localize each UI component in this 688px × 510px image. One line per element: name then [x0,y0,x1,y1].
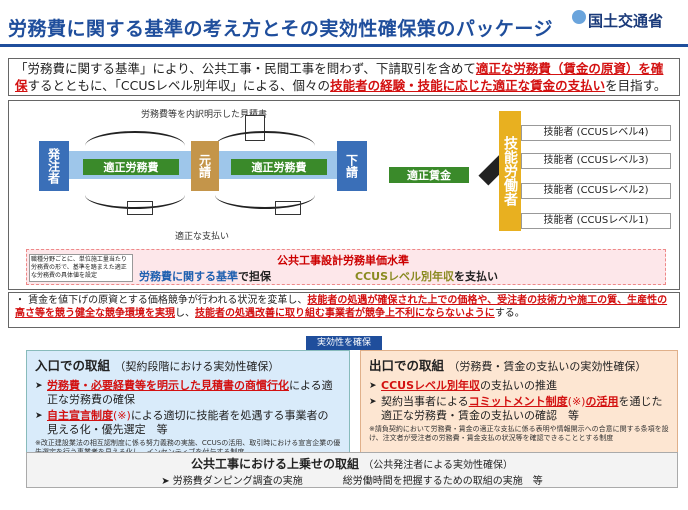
item-text: による適正な労務費の確保 [47,379,333,406]
flow-diagram: 労務費等を内訳明示した見積書 発注者 適正労務費 元請 適正労務費 下請 適正賃… [8,100,680,290]
intro-text: するとともに、「CCUSレベル別年収」による、個々の [27,78,331,93]
exit-heading: 出口での取組 [369,358,445,373]
wage-label: 適正労務費 [83,159,179,175]
wage-text: 適正労務費 [103,161,159,174]
level-3: 技能者 (CCUSレベル3) [521,153,671,169]
item-text: 契約当事者による [381,395,469,408]
public-works-subtitle: （公共発注者による実効性確保） [363,460,513,471]
item-highlight: の活用 [585,395,619,408]
bullet-highlight: 技能者の処遇が確保された上での価格や、受注者の技術力や施工の質、生産性の高さ等を… [15,295,668,319]
curved-arrow-icon [215,181,315,209]
bullet-text: ・ 賃金を値下げの原資とする価格競争が行われる状況を変革し、 [15,295,308,306]
bullet-text: する。 [494,308,525,319]
entrance-item: 自主宣言制度(※)による適切に技能者を処遇する事業者の見える化・優先選定 等 [27,408,349,438]
item-highlight: コミットメント制度 [468,395,568,408]
entrance-panel: 入口での取組 （契約段階における実効性確保） 労務費・必要経費等を明示した見積書… [26,350,350,468]
item-highlight: 自主宣言制度 [47,409,113,422]
item-text: の支払いの推進 [480,379,557,392]
workers-box: 技能労働者 [499,111,521,231]
entrance-subtitle: （契約段階における実効性確保） [114,360,280,373]
level-2: 技能者 (CCUSレベル2) [521,183,671,199]
exit-panel: 出口での取組 （労務費・賃金の支払いの実効性確保） CCUSレベル別年収の支払い… [360,350,678,468]
ccus-label: CCUSレベル別年収を支払い [355,268,498,284]
ensure-badge: 実効性を確保 [306,336,382,350]
estimate-note: 労務費等を内訳明示した見積書 [141,110,268,120]
item-highlight: 労務費・必要経費等を明示した見積書の商慣行化 [47,379,289,392]
ccus-name: CCUSレベル別年収 [355,270,454,283]
ccus-suffix: を支払い [454,270,498,283]
mlit-logo-icon [572,10,586,24]
standard-name: 労務費に関する基準 [139,270,238,283]
standard-note: 職種分野ごとに、単位施工量当たり労務費の形で、基準を踏まえた適正な労務費の具体値… [29,254,133,282]
wage-text: 適正労務費 [251,161,307,174]
exit-subtitle: （労務費・賃金の支払いの実効性確保） [448,360,647,373]
public-works-item: 労務費ダンピング調査の実施 [172,476,303,487]
entrance-heading: 入口での取組 [35,358,111,373]
cash-icon [275,201,301,215]
curved-arrow-icon [85,181,185,209]
item-text: を通じた適正な労務費・賃金の支払いの確認 等 [381,395,663,422]
bullet-text: し、 [175,308,195,319]
level-4: 技能者 (CCUSレベル4) [521,125,671,141]
exit-item: CCUSレベル別年収の支払いの推進 [361,378,677,394]
item-highlight: CCUSレベル別年収 [381,379,480,392]
sub-box: 下請 [337,141,367,191]
public-works-item: 総労働時間を把握するための取組の実施 等 [342,476,543,487]
standard-band: 職種分野ごとに、単位施工量当たり労務費の形で、基準を踏まえた適正な労務費の具体値… [26,249,666,285]
wage-text: 適正賃金 [407,169,451,182]
ministry-logo: 国土交通省 [588,12,664,30]
orderer-box: 発注者 [39,141,69,191]
public-works-panel: 公共工事における上乗せの取組 （公共発注者による実効性確保） ➤ 労務費ダンピン… [26,452,678,488]
intro-highlight: 技能者の経験・技能に応じた適正な賃金の支払い [330,78,606,93]
page-title: 労務費に関する基準の考え方とその実効性確保策のパッケージ [8,18,554,40]
public-works-items: ➤ 労務費ダンピング調査の実施 総労働時間を把握するための取組の実施 等 [161,476,543,487]
cash-icon [127,201,153,215]
exit-title: 出口での取組 （労務費・賃金の支払いの実効性確保） [361,351,677,378]
intro-text: を目指す。 [605,78,667,93]
intro-text: 「労務費に関する基準」により、公共工事・民間工事を問わず、下請取引を含めて [15,61,476,76]
public-works-title: 公共工事における上乗せの取組 （公共発注者による実効性確保） [27,455,677,472]
title-underline [0,44,688,47]
entrance-item: 労務費・必要経費等を明示した見積書の商慣行化による適正な労務費の確保 [27,378,349,408]
entrance-title: 入口での取組 （契約段階における実効性確保） [27,351,349,378]
exit-note: ※請負契約において労務費・賃金の適正な支払に係る表明や情報開示への合意に関する条… [369,425,669,442]
intro-highlight: 適正な労務費（賃金の原資）を確保 [15,61,664,93]
wage-label: 適正労務費 [231,159,327,175]
curved-arrow-icon [85,131,185,161]
item-mark: (※) [113,409,131,422]
payment-note: 適正な支払い [175,232,230,242]
bullet-box: ・ 賃金を値下げの原資とする価格競争が行われる状況を変革し、技能者の処遇が確保さ… [8,292,680,328]
prime-box: 元請 [191,141,219,191]
level-1: 技能者 (CCUSレベル1) [521,213,671,229]
standard-suffix: で担保 [238,270,271,283]
intro-box: 「労務費に関する基準」により、公共工事・民間工事を問わず、下請取引を含めて適正な… [8,58,680,96]
exit-item: 契約当事者によるコミットメント制度(※)の活用を通じた適正な労務費・賃金の支払い… [361,394,677,424]
curved-arrow-icon [215,131,315,161]
public-works-heading: 公共工事における上乗せの取組 [191,457,360,471]
wage-label: 適正賃金 [389,167,469,183]
bullet-highlight: 技能者の処遇改善に取り組む事業者が競争上不利にならないように [195,308,495,319]
item-text: による適切に技能者を処遇する事業者の見える化・優先選定 等 [47,409,329,436]
standard-label: 労務費に関する基準で担保 [139,268,271,284]
item-mark: (※) [567,395,586,408]
public-rate-label: 公共工事設計労務単価水準 [277,254,409,267]
